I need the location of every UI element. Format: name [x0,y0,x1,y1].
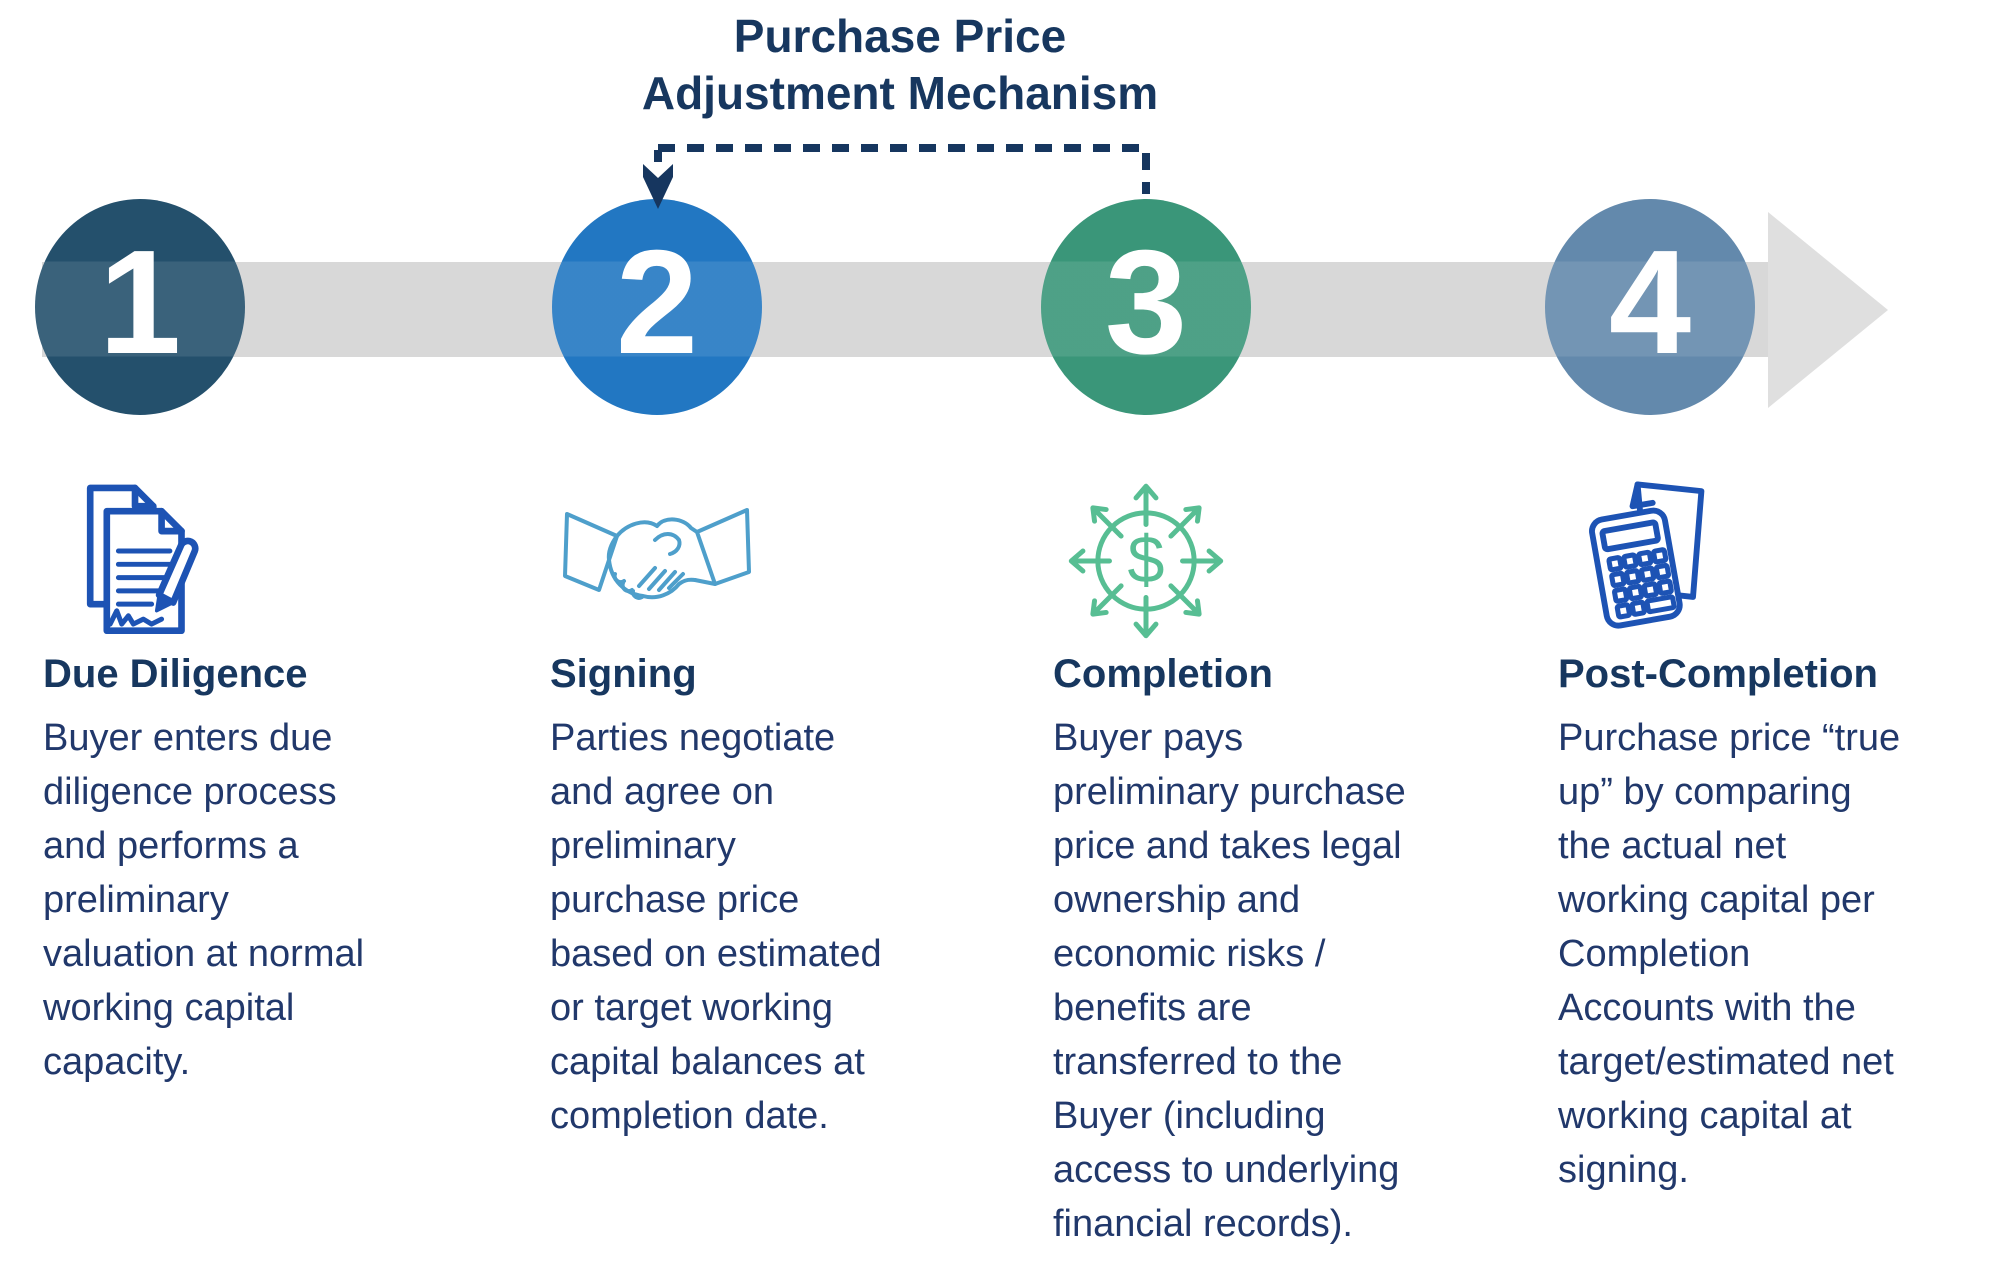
timeline-arrowhead-icon [1768,212,1888,408]
page-title-line1: Purchase Price [733,10,1067,62]
step-1-description: Buyer enters due diligence process and p… [43,717,365,1083]
step-3-heading: Completion [1053,652,1273,696]
step-2-text: Signing Parties negotiate and agree on p… [550,650,1030,1143]
step-number-4: 4 [1608,220,1692,385]
connector-dashed-line [658,144,1150,194]
step-circle-1: 1 [35,199,245,415]
step-number-1: 1 [98,220,182,385]
step-4-heading: Post-Completion [1558,652,1878,696]
signed-documents-icon [86,484,199,635]
dollar-distribution-icon: $ [1068,483,1224,639]
timeline-bar [42,262,1768,357]
step-3-description: Buyer pays preliminary purchase price an… [1053,717,1406,1245]
step-1-heading: Due Diligence [43,652,308,696]
step-1-text: Due Diligence Buyer enters due diligence… [43,650,523,1089]
calculator-paper-icon [1589,481,1705,629]
step-circle-4: 4 [1545,199,1755,415]
page-title: Purchase Price Adjustment Mechanism [500,8,1300,122]
handshake-icon [563,508,751,600]
step-circle-3: 3 [1041,199,1251,415]
page-title-line2: Adjustment Mechanism [641,67,1159,119]
step-3-text: Completion Buyer pays preliminary purcha… [1053,650,1533,1251]
step-number-3: 3 [1104,220,1188,385]
step-4-text: Post-Completion Purchase price “true up”… [1558,650,2000,1197]
dollar-sign: $ [1128,524,1165,598]
step-2-heading: Signing [550,652,697,696]
step-circle-2: 2 [552,199,762,415]
step-4-description: Purchase price “true up” by comparing th… [1558,717,1901,1191]
step-number-2: 2 [615,220,699,385]
step-2-description: Parties negotiate and agree on prelimina… [550,717,882,1137]
